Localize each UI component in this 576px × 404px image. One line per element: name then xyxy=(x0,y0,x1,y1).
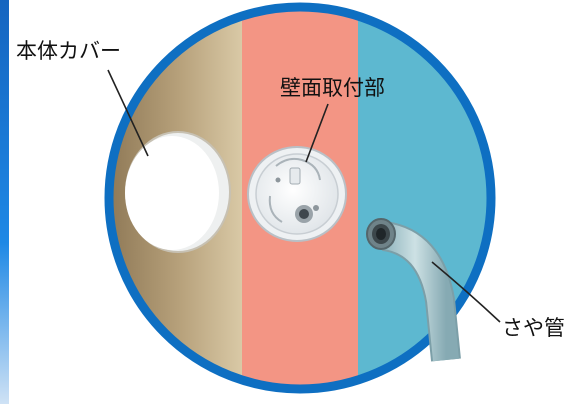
sleeve-pipe-leader-line xyxy=(431,261,501,323)
magnifier-ring xyxy=(104,2,496,394)
sleeve-pipe xyxy=(366,218,461,362)
left-edge-bar xyxy=(0,0,9,404)
wall-mount-label: 壁面取付部 xyxy=(280,76,385,100)
wall-mount-leader-line xyxy=(305,103,329,163)
cover-label: 本体カバー xyxy=(16,39,121,63)
body-cover-hole xyxy=(125,131,231,253)
cover-leader-line xyxy=(107,69,149,157)
wall-mount-plate xyxy=(247,146,347,242)
sleeve-pipe-label: さや管 xyxy=(502,316,565,340)
